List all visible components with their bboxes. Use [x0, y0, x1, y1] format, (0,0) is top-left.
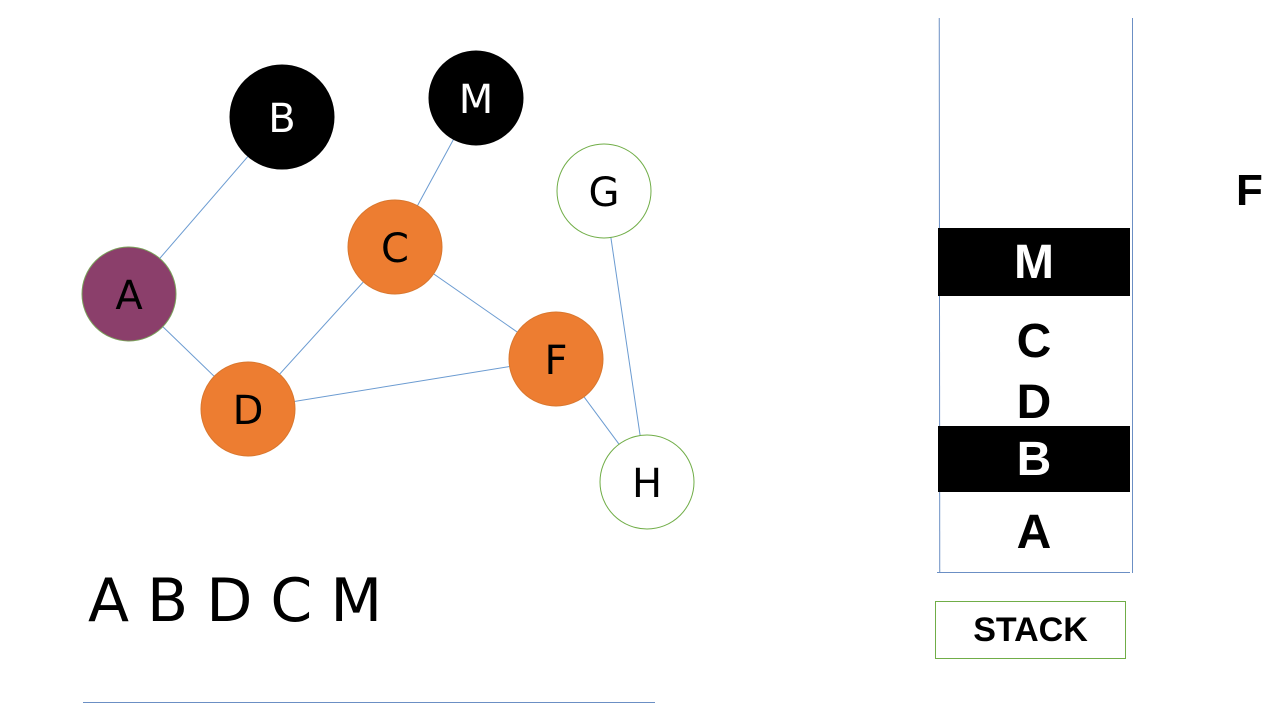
node-circle	[81, 246, 177, 342]
node-label: A	[115, 273, 143, 319]
stack-item: M	[938, 228, 1130, 296]
stack-bottom	[937, 572, 1130, 573]
stack-caption: STACK	[935, 601, 1126, 659]
node-circle	[347, 199, 443, 295]
stack-item: A	[1016, 505, 1052, 559]
node-d: D	[200, 361, 296, 457]
node-c: C	[347, 199, 443, 295]
stack-right-wall	[1132, 18, 1133, 573]
node-label: H	[632, 461, 662, 507]
stack-item: B	[938, 426, 1130, 492]
node-label: G	[589, 170, 620, 216]
node-label: M	[459, 77, 494, 123]
node-f: F	[508, 311, 604, 407]
node-circle	[229, 64, 335, 170]
node-label: C	[381, 226, 409, 272]
graph-canvas: B M G C A F D H	[81, 50, 695, 530]
traversal-step: B	[147, 566, 189, 636]
node-h: H	[599, 434, 695, 530]
node-m: M	[428, 50, 524, 146]
divider-line	[83, 702, 655, 703]
node-circle	[428, 50, 524, 146]
node-circle	[556, 143, 652, 239]
node-label: F	[544, 338, 567, 384]
traversal-step: D	[206, 566, 253, 636]
traversal-step: M	[330, 566, 383, 636]
edge-g-h	[603, 190, 648, 483]
current-node-label: F	[1236, 166, 1263, 215]
node-circle	[508, 311, 604, 407]
node-circle	[599, 434, 695, 530]
node-label: D	[233, 388, 264, 434]
node-g: G	[556, 143, 652, 239]
stack-item: D	[1016, 375, 1052, 429]
node-b: B	[229, 64, 335, 170]
graph-nodes: B M G C A F D H	[81, 50, 695, 530]
traversal-step: C	[270, 566, 313, 636]
edge-d-f	[247, 358, 557, 410]
traversal-step: A	[88, 566, 130, 636]
node-a: A	[81, 246, 177, 342]
stack-item: C	[1016, 314, 1052, 368]
node-label: B	[268, 96, 295, 142]
node-circle	[200, 361, 296, 457]
